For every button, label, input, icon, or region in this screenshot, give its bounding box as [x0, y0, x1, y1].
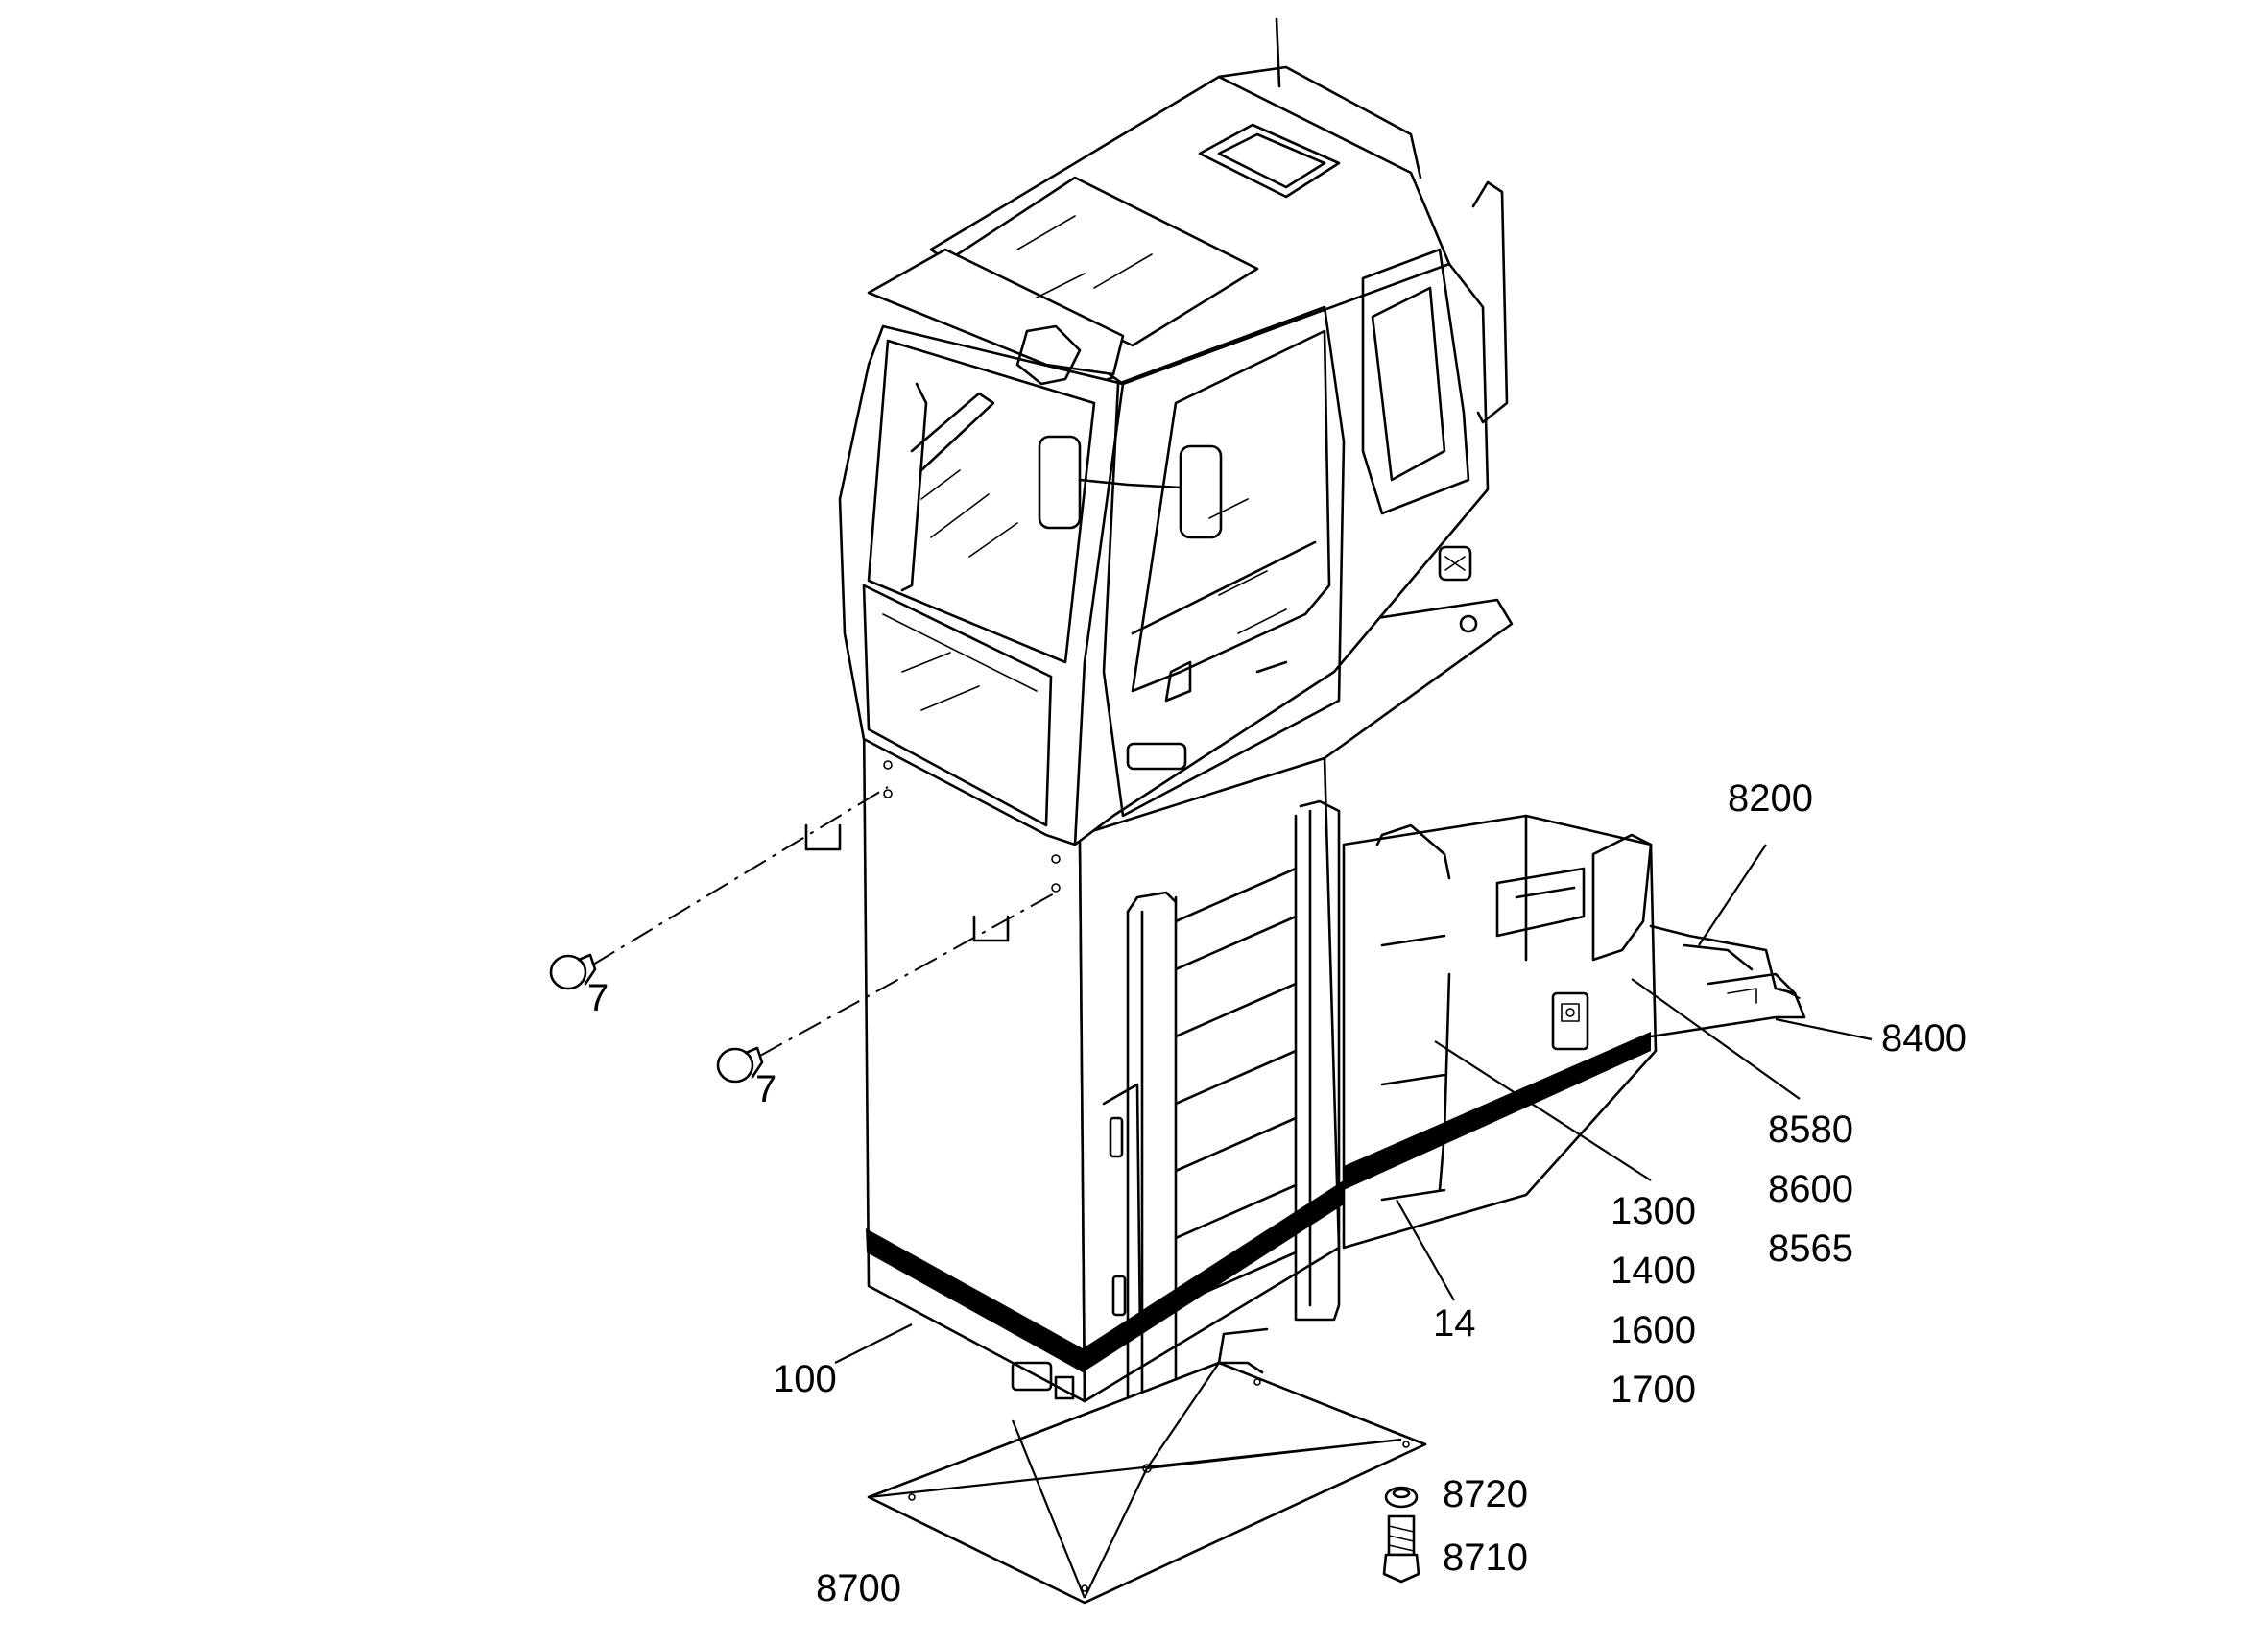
callout-1400: 1400	[1611, 1250, 1696, 1292]
callout-8565: 8565	[1768, 1227, 1853, 1270]
callout-8710: 8710	[1443, 1537, 1528, 1579]
washer-part	[1384, 1486, 1419, 1509]
callout-1600: 1600	[1611, 1309, 1696, 1351]
callout-14: 14	[1433, 1302, 1476, 1345]
floor-plate	[867, 1327, 1427, 1605]
callout-7-lower: 7	[755, 1068, 776, 1110]
plug-lower	[716, 1046, 764, 1084]
callout-labels: 7 7 8200 8400 8580 8600 8565 1300 1400 1…	[587, 777, 1967, 1609]
axis-line-upper	[592, 786, 889, 965]
leader-lines	[834, 844, 1873, 1599]
callout-1300: 1300	[1611, 1190, 1696, 1232]
cab-base	[862, 598, 1514, 1403]
callout-8400: 8400	[1881, 1017, 1967, 1060]
bolt-part	[1382, 1514, 1420, 1584]
access-ladder	[1126, 799, 1341, 1418]
ladder-rungs	[1174, 867, 1298, 1307]
callout-8700: 8700	[816, 1567, 901, 1609]
operator-cab	[838, 17, 1509, 846]
callout-8200: 8200	[1728, 777, 1813, 820]
plug-upper	[549, 953, 597, 990]
callout-8720: 8720	[1443, 1473, 1528, 1515]
callout-100: 100	[773, 1358, 837, 1400]
side-console	[1342, 814, 1806, 1250]
callout-7-upper: 7	[587, 977, 609, 1019]
plug-parts	[549, 786, 1057, 1084]
callout-8600: 8600	[1768, 1168, 1853, 1210]
callout-1700: 1700	[1611, 1369, 1696, 1411]
axis-line-lower	[759, 892, 1057, 1057]
callout-8580: 8580	[1768, 1108, 1853, 1151]
